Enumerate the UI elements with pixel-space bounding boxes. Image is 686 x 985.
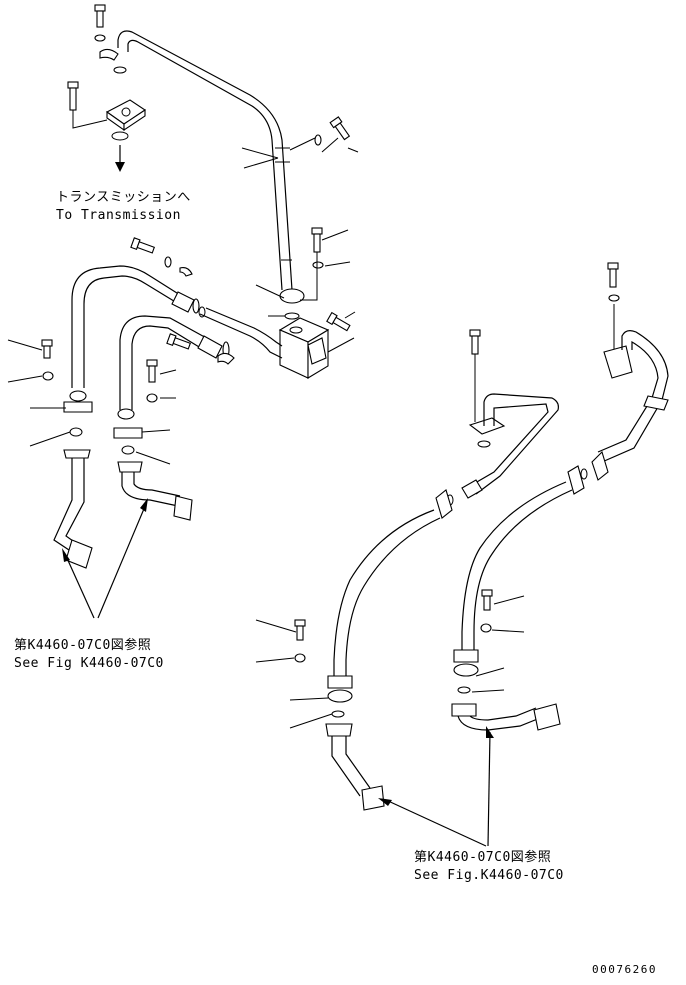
hose-fitting	[171, 291, 195, 313]
o-ring	[111, 131, 129, 141]
tube	[331, 736, 361, 797]
bolt	[146, 359, 158, 383]
flange	[63, 449, 91, 459]
drawing-number: 00076260	[592, 963, 657, 976]
split-flange	[327, 675, 353, 689]
hose-flange	[117, 408, 135, 420]
bolt	[294, 619, 306, 641]
bolt	[130, 237, 156, 254]
o-ring	[69, 427, 83, 437]
tube	[475, 393, 559, 495]
reference-left-en: See Fig K4460-07C0	[14, 656, 164, 671]
hose	[461, 481, 567, 650]
split-flange	[113, 427, 143, 439]
split-flange	[99, 48, 119, 61]
tube-flange	[533, 703, 561, 731]
hose-flange	[69, 390, 87, 402]
tube-flange	[461, 479, 483, 499]
washer	[294, 653, 306, 663]
bolt	[469, 329, 481, 355]
tube-flange	[173, 495, 193, 521]
flange	[451, 703, 477, 717]
o-ring	[457, 686, 471, 694]
o-ring	[113, 66, 127, 74]
reference-left-jp: 第K4460-07C0図参照	[14, 638, 152, 653]
pipe-flange	[279, 288, 305, 304]
o-ring	[331, 710, 345, 718]
bolt	[607, 262, 619, 288]
bolt	[311, 227, 323, 253]
pipe-clamp	[643, 395, 669, 411]
o-ring	[121, 445, 135, 455]
transmission-label-en: To Transmission	[56, 208, 181, 223]
tube-flange	[65, 539, 93, 569]
hose-flange	[435, 489, 453, 519]
hose	[71, 265, 189, 388]
bolt	[41, 339, 53, 359]
washer	[608, 294, 620, 302]
o-ring	[477, 440, 491, 448]
washer	[42, 371, 54, 381]
bolt	[481, 589, 493, 611]
o-ring	[198, 306, 206, 318]
hose	[333, 509, 435, 676]
split-flange	[63, 401, 93, 413]
washer	[94, 34, 106, 42]
hose	[119, 315, 211, 410]
tube	[121, 472, 179, 507]
flange	[117, 461, 143, 473]
washer	[146, 393, 158, 403]
split-flange	[217, 352, 235, 365]
tube-flange	[361, 785, 385, 811]
bolt	[326, 311, 351, 332]
hose-fitting	[197, 335, 223, 359]
o-ring	[284, 312, 300, 320]
washer	[312, 261, 324, 269]
hose-flange	[453, 663, 479, 677]
right-hose-assembly	[255, 262, 669, 847]
tube	[53, 458, 73, 553]
hose-flange	[327, 689, 353, 703]
bolt	[329, 116, 351, 141]
bolt	[166, 333, 192, 350]
tube-flange	[468, 417, 506, 435]
bolt	[67, 81, 79, 111]
tube-flange	[591, 450, 609, 481]
reference-right-jp: 第K4460-07C0図参照	[414, 850, 552, 865]
washer	[164, 256, 172, 268]
steel-pipe	[117, 30, 293, 291]
o-ring	[580, 468, 588, 480]
transmission-label-jp: トランスミッションへ	[56, 190, 191, 205]
washer	[480, 623, 492, 633]
upper-pipe-assembly	[67, 4, 359, 379]
reference-right-en: See Fig.K4460-07C0	[414, 868, 564, 883]
hose-flange	[567, 465, 585, 495]
tube	[601, 330, 669, 463]
bolt	[94, 4, 106, 28]
washer	[314, 134, 322, 146]
split-flange	[453, 649, 479, 663]
flange	[325, 723, 353, 737]
steel-pipe	[199, 313, 283, 359]
left-hose-assembly	[7, 237, 283, 619]
tube-flange	[603, 345, 633, 379]
split-flange	[179, 267, 193, 277]
